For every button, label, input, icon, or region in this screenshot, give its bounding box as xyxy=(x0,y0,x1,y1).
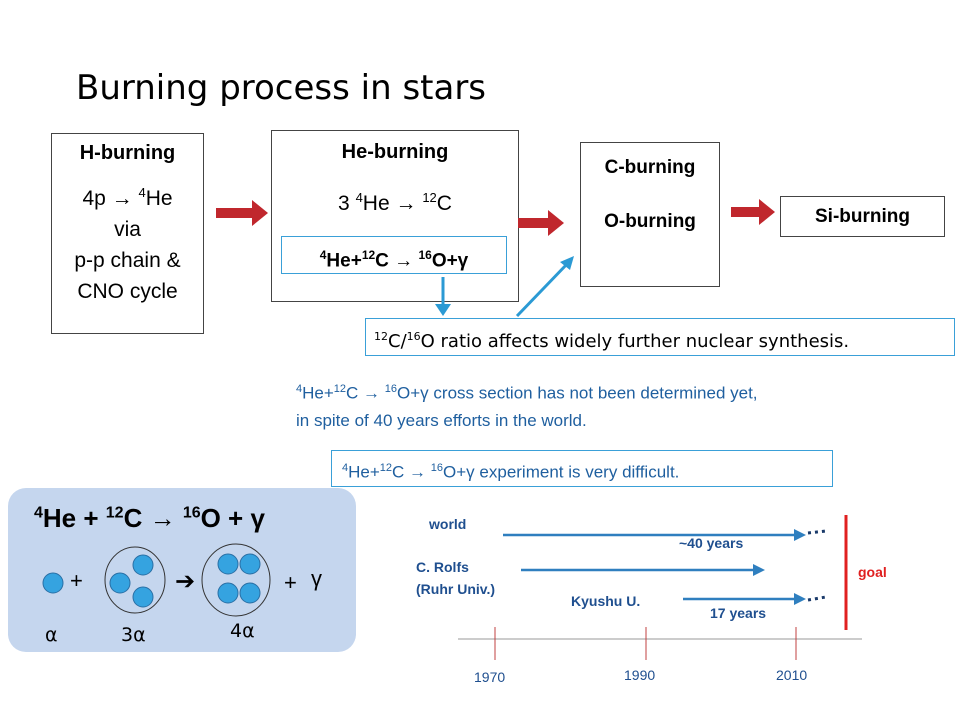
alpha-ball xyxy=(132,586,154,608)
arrow-h-to-he xyxy=(216,200,268,226)
difficult-note-box: 4He+12C → 16O+γ experiment is very diffi… xyxy=(331,450,833,487)
label-world-years: ~40 years xyxy=(679,535,744,551)
label-goal: goal xyxy=(858,564,887,580)
panel-reaction-equation: 4He + 12C → 16O + γ xyxy=(34,503,265,533)
page-title: Burning process in stars xyxy=(76,68,487,108)
tick-label-1990: 1990 xyxy=(624,667,656,683)
h-burning-heading: H-burning xyxy=(79,142,176,164)
rolfs-arrow xyxy=(521,564,765,576)
si-burning-box: Si-burning xyxy=(780,196,945,237)
he-burning-reaction: 3 4He → 12C xyxy=(338,190,452,215)
label-rolfs: C. Rolfs (Ruhr Univ.) xyxy=(416,559,496,597)
cross-section-note: 4He+12C → 16O+γ cross section has not be… xyxy=(296,383,758,430)
alpha-ball xyxy=(132,554,154,576)
world-arrow xyxy=(503,529,827,541)
kyushu-arrow xyxy=(683,593,827,605)
arrow-ratio-to-co xyxy=(515,256,574,318)
label-3alpha: 3α xyxy=(121,624,146,646)
h-burning-pp-chain: p-p chain & xyxy=(74,249,181,272)
panel-gamma: γ xyxy=(311,566,322,591)
alpha-diagram xyxy=(42,543,271,617)
label-world: world xyxy=(429,516,467,532)
arrow-he-to-co xyxy=(518,210,564,236)
label-kyushu-years: 17 years xyxy=(710,605,767,621)
label-4alpha: 4α xyxy=(230,620,255,642)
o-burning-label: O-burning xyxy=(604,211,696,232)
tick-label-1970: 1970 xyxy=(474,669,506,685)
ratio-note-box: 12C/16O ratio affects widely further nuc… xyxy=(365,318,955,356)
tick-label-2010: 2010 xyxy=(776,667,808,683)
co-burning-box: C-burning O-burning xyxy=(580,142,720,287)
he-burning-heading: He-burning xyxy=(341,141,449,163)
arrow-down-to-ratio xyxy=(435,277,451,316)
label-kyushu: Kyushu U. xyxy=(571,593,641,609)
alpha-ball xyxy=(239,553,261,575)
alpha-ball xyxy=(217,553,239,575)
alpha-ball xyxy=(109,572,131,594)
alpha-ball xyxy=(42,572,64,594)
label-alpha: α xyxy=(45,624,58,646)
c-burning-label: C-burning xyxy=(604,157,696,178)
panel-plus-2: + xyxy=(284,570,297,595)
panel-arrow: ➔ xyxy=(175,568,196,595)
alpha-ball xyxy=(217,582,239,604)
h-burning-reaction: 4p → 4He xyxy=(82,185,173,210)
h-burning-cno: CNO cycle xyxy=(77,280,178,303)
panel-plus-1: + xyxy=(70,568,83,593)
three-alpha-cluster xyxy=(104,546,166,614)
alpha-ball xyxy=(239,582,261,604)
h-burning-box: H-burning 4p → 4He via p-p chain & CNO c… xyxy=(51,133,204,334)
four-alpha-cluster xyxy=(201,543,271,617)
he-reaction-box: 4He+12C → 16O+γ xyxy=(281,236,507,274)
arrow-co-to-si xyxy=(731,199,775,225)
reaction-panel xyxy=(8,488,356,652)
h-burning-via: via xyxy=(114,218,141,241)
